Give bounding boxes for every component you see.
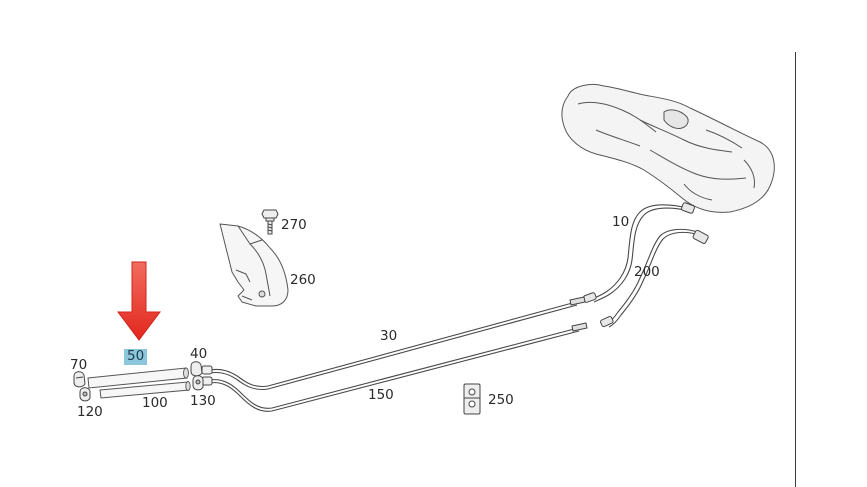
heat-shield-260: [219, 223, 289, 307]
line-connectors: [201, 365, 213, 386]
down-arrow-icon: [117, 261, 161, 341]
part-label-130: 130: [190, 393, 216, 409]
clamp-130: [192, 375, 204, 391]
clamp-40: [190, 361, 203, 377]
bolt-270: [261, 209, 279, 235]
hose-100: [99, 381, 191, 399]
panel-divider: [795, 52, 796, 487]
part-label-30: 30: [380, 328, 398, 344]
part-label-100: 100: [142, 395, 168, 411]
part-label-120: 120: [77, 404, 103, 420]
part-label-250: 250: [488, 392, 514, 408]
line-30: [209, 301, 578, 391]
clamp-70: [73, 371, 86, 388]
line-150: [209, 327, 580, 412]
part-label-10: 10: [612, 214, 630, 230]
part-label-40: 40: [190, 346, 208, 362]
fuel-tank: [561, 83, 775, 213]
line-30-end: [569, 296, 586, 306]
clip-250: [463, 383, 481, 415]
part-label-260: 260: [290, 272, 316, 288]
clamp-120: [79, 387, 91, 402]
part-label-150: 150: [368, 387, 394, 403]
part-label-70: 70: [70, 357, 88, 373]
tank-lines: [589, 204, 701, 328]
part-label-50: 50: [124, 349, 148, 365]
part-label-200: 200: [634, 264, 660, 280]
part-label-270: 270: [281, 217, 307, 233]
line-150-end: [571, 322, 588, 332]
hose-50: [87, 367, 189, 389]
